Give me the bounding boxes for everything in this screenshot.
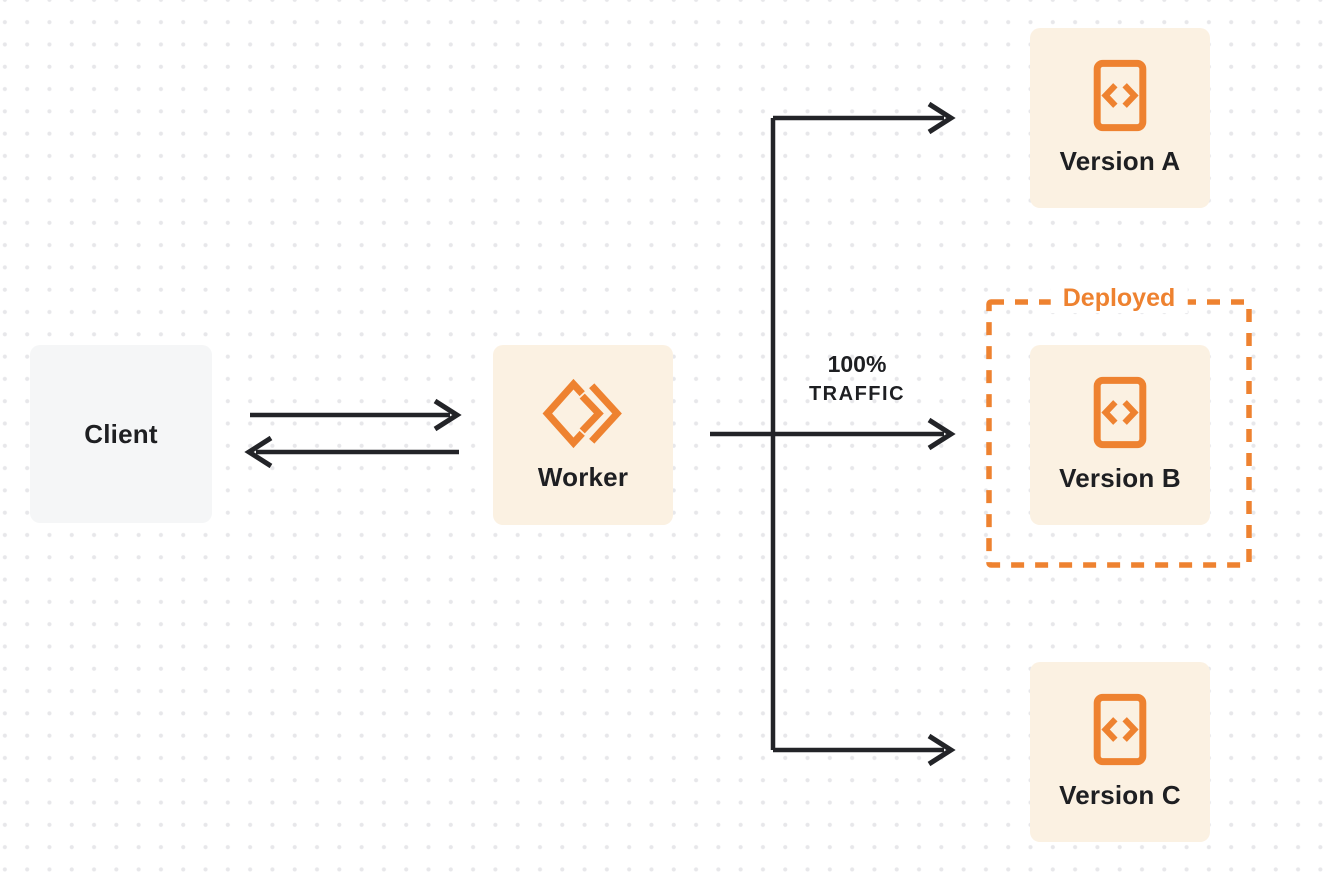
deployed-group-box: Deployed bbox=[986, 284, 1252, 568]
traffic-percentage-label: 100% TRAFFIC bbox=[789, 349, 925, 409]
branch-to-version-a-arrow bbox=[773, 101, 956, 135]
version-c-node: Version C bbox=[1030, 662, 1210, 842]
version-a-node: Version A bbox=[1030, 28, 1210, 208]
client-node: Client bbox=[30, 345, 212, 523]
traffic-word-text: TRAFFIC bbox=[808, 383, 906, 405]
worker-to-client-arrow bbox=[244, 435, 459, 469]
version-a-node-label: Version A bbox=[1059, 146, 1181, 176]
cloudflare-workers-logo-icon bbox=[542, 378, 622, 449]
client-node-label: Client bbox=[84, 418, 158, 449]
worker-branch-spine bbox=[710, 118, 944, 750]
branch-to-version-c-arrow bbox=[773, 733, 956, 767]
version-b-node-label: Version B bbox=[1059, 463, 1181, 493]
version-c-node-label: Version C bbox=[1059, 780, 1181, 810]
worker-node-label: Worker bbox=[537, 462, 629, 492]
traffic-percent-text: 100% bbox=[827, 351, 887, 377]
code-document-icon bbox=[1093, 693, 1147, 766]
code-document-icon bbox=[1093, 59, 1147, 132]
worker-node: Worker bbox=[493, 345, 673, 525]
branch-to-version-b-arrow bbox=[927, 417, 956, 451]
deployed-label: Deployed bbox=[1050, 284, 1188, 313]
version-b-node: Version B bbox=[1030, 345, 1210, 525]
client-to-worker-arrow bbox=[250, 398, 462, 432]
code-document-icon bbox=[1093, 376, 1147, 449]
